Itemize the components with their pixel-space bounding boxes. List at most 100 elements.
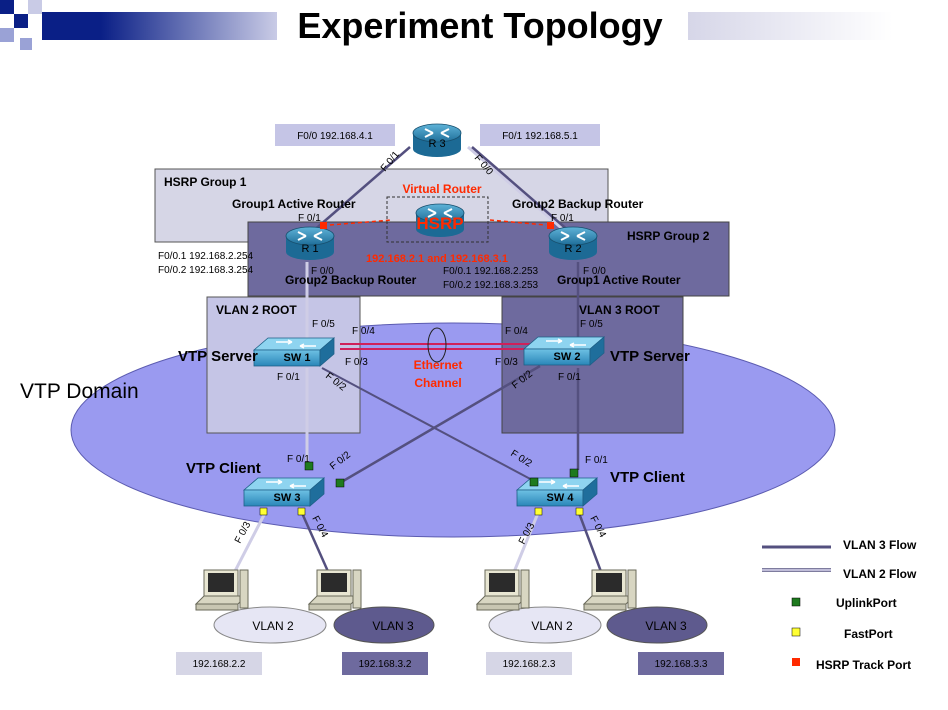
link-r3-r2-light — [467, 145, 567, 234]
virtual-router-name: HSRP — [416, 214, 463, 233]
host4-vlan-label: VLAN 3 — [645, 619, 687, 633]
header-bar-right — [688, 12, 893, 40]
sw3-role-label: VTP Client — [186, 460, 261, 477]
sw3-uplink-port-1 — [304, 461, 314, 471]
sw3-uplink-port-2 — [335, 478, 345, 488]
switch-sw2-label: SW 2 — [554, 351, 581, 363]
host1-pc-icon[interactable] — [195, 569, 249, 611]
virtual-router-box — [386, 196, 489, 243]
host1-ip: 192.168.2.2 — [193, 659, 246, 670]
legend-uplink-label: UplinkPort — [836, 596, 897, 610]
host4-ip: 192.168.3.3 — [655, 659, 708, 670]
link-sw4-pc3 — [510, 512, 540, 578]
router-r1-label: R 1 — [301, 243, 318, 255]
r1-track-port — [320, 222, 327, 229]
vtp-domain-label: VTP Domain — [20, 380, 139, 403]
page-title: Experiment Topology — [297, 5, 662, 46]
etherchannel-oval — [427, 327, 447, 363]
virtual-router-caption: Virtual Router — [402, 182, 481, 196]
sw3-fast-port-1 — [259, 507, 268, 516]
sw1-port-f03: F 0/3 — [345, 357, 368, 368]
link-sw3-pc1 — [231, 512, 267, 576]
sw2-port-f03: F 0/3 — [495, 357, 518, 368]
header-bar-left — [0, 0, 277, 50]
sw1-port-f01: F 0/1 — [277, 372, 300, 383]
link-r3-r1 — [311, 146, 411, 233]
legend-track-label: HSRP Track Port — [816, 658, 911, 672]
r3-f01-box — [480, 124, 600, 146]
legend-fast-label: FastPort — [844, 627, 893, 641]
r3-f01-label: F0/1 192.168.5.1 — [502, 131, 578, 142]
vlan2-root-label: VLAN 2 ROOT — [216, 303, 297, 317]
r2-subif2: F0/0.2 192.168.3.253 — [443, 280, 539, 291]
host1-vlan-label: VLAN 2 — [252, 619, 294, 633]
host3-vlan-label: VLAN 2 — [531, 619, 573, 633]
host3-pc-icon[interactable] — [476, 569, 530, 611]
host2-ip: 192.168.3.2 — [359, 659, 412, 670]
router-r3-label: R 3 — [428, 138, 445, 150]
host2-vlan-ellipse — [333, 606, 435, 644]
legend-fast-swatch — [791, 627, 801, 637]
link-sw2-sw3 — [337, 364, 541, 486]
hsrp-group1-label: HSRP Group 1 — [164, 175, 247, 189]
sw1-role-label: VTP Server — [178, 348, 258, 365]
etherchannel-label-1: Ethernet — [414, 358, 463, 372]
sw4-fast-port-2 — [575, 507, 584, 516]
host2-vlan-label: VLAN 3 — [372, 619, 414, 633]
link-sw4-pc4 — [577, 512, 605, 578]
host2-pc-icon[interactable] — [308, 569, 362, 611]
vlan3-root-label: VLAN 3 ROOT — [579, 303, 660, 317]
sw4-uplink-port-1 — [569, 468, 579, 478]
sw1-port-f05: F 0/5 — [312, 319, 335, 330]
host4-vlan-ellipse — [606, 606, 708, 644]
switch-sw4-label: SW 4 — [547, 492, 575, 504]
r1-port-f00: F 0/0 — [311, 266, 334, 277]
link-r3-r2-dark — [471, 146, 571, 233]
links — [231, 145, 605, 578]
group1-active-router-bottom-label: Group1 Active Router — [557, 273, 681, 287]
r2-port-f00: F 0/0 — [583, 266, 606, 277]
group2-backup-router-top-label: Group2 Backup Router — [512, 197, 644, 211]
group2-backup-router-label: Group2 Backup Router — [285, 273, 417, 287]
hsrp-dashed-right — [489, 219, 547, 226]
sw3-port-f01: F 0/1 — [287, 454, 310, 465]
r1-port-f01: F 0/1 — [298, 213, 321, 224]
host3-ip-box — [486, 652, 572, 675]
host2-ip-box — [342, 652, 428, 675]
sw4-fast-port-1 — [534, 507, 543, 516]
legend: VLAN 3 Flow VLAN 2 Flow UplinkPort FastP… — [762, 538, 917, 672]
sw3-fast-port-2 — [297, 507, 306, 516]
sw4-port-f01: F 0/1 — [585, 455, 608, 466]
host4-pc-icon[interactable] — [583, 569, 637, 611]
r1-subif1: F0/0.1 192.168.2.254 — [158, 251, 254, 262]
legend-vlan3-label: VLAN 3 Flow — [843, 538, 917, 552]
host1-ip-box — [176, 652, 262, 675]
host3-ip: 192.168.2.3 — [503, 659, 556, 670]
etherchannel-label-2: Channel — [414, 376, 461, 390]
hsrp-dashed-left — [329, 219, 393, 226]
sw2-port-f01: F 0/1 — [558, 372, 581, 383]
r3-f00-box — [275, 124, 395, 146]
switch-sw3-label: SW 3 — [274, 492, 301, 504]
legend-track-swatch — [792, 658, 800, 666]
sw2-port-f04: F 0/4 — [505, 326, 528, 337]
link-sw1-sw4 — [321, 367, 537, 483]
host1-vlan-ellipse — [213, 606, 327, 644]
router-r2-label: R 2 — [564, 243, 581, 255]
r1-subif2: F0/0.2 192.168.3.254 — [158, 265, 254, 276]
r3-f00-label: F0/0 192.168.4.1 — [297, 131, 373, 142]
sw2-port-f05: F 0/5 — [580, 319, 603, 330]
switch-sw1-label: SW 1 — [284, 352, 311, 364]
r2-subif1: F0/0.1 192.168.2.253 — [443, 266, 539, 277]
legend-uplink-swatch — [791, 597, 801, 607]
host4-ip-box — [638, 652, 724, 675]
legend-vlan2-label: VLAN 2 Flow — [843, 567, 917, 581]
sw4-role-label: VTP Client — [610, 469, 685, 486]
host3-vlan-ellipse — [488, 606, 602, 644]
hsrp-group2-label: HSRP Group 2 — [627, 229, 710, 243]
link-sw3-pc2 — [300, 512, 332, 577]
virtual-router-ips: 192.168.2.1 and 192.168.3.1 — [366, 253, 508, 265]
sw4-uplink-port-2 — [529, 477, 539, 487]
